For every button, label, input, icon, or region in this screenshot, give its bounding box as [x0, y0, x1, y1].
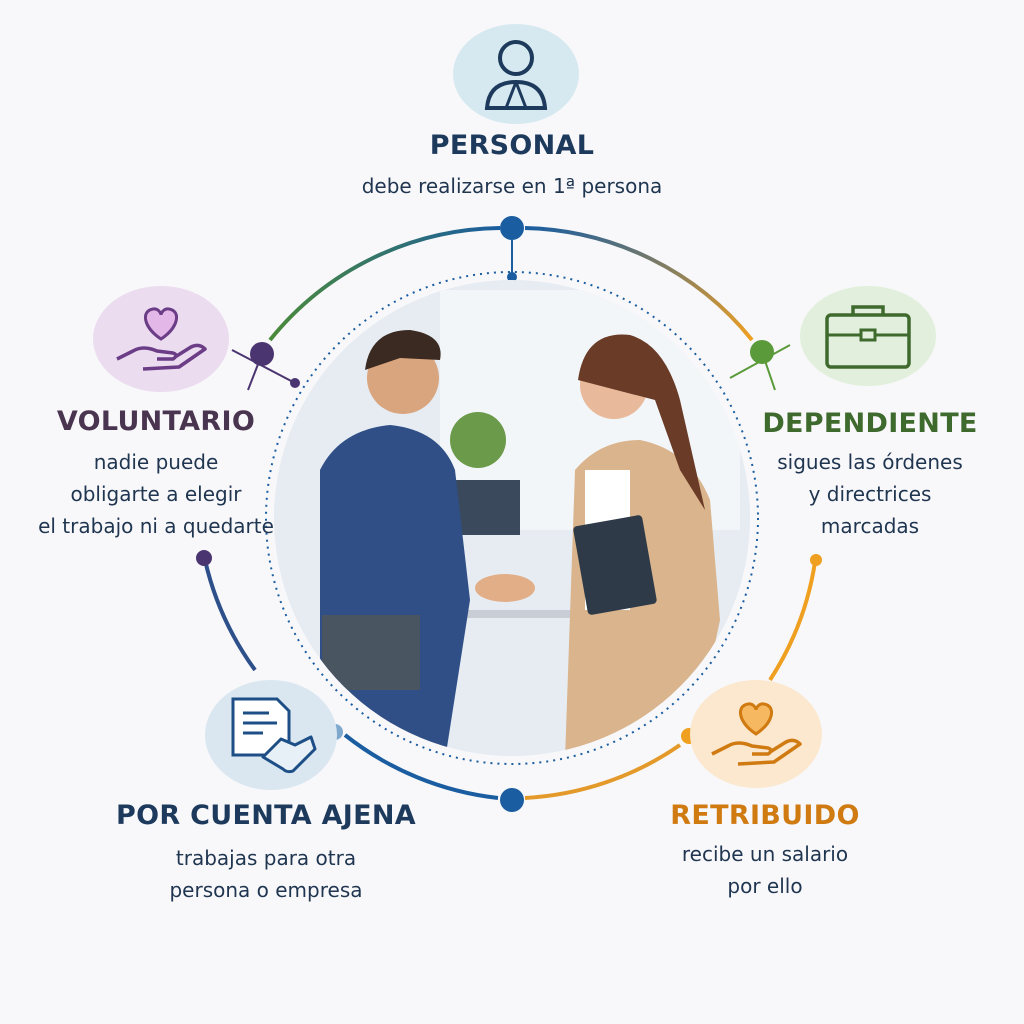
- briefcase-icon: [825, 305, 911, 369]
- voluntario-desc: nadie puede obligarte a elegir el trabaj…: [26, 446, 286, 542]
- desc-line: marcadas: [820, 514, 920, 538]
- desc-line: sigues las órdenes: [777, 450, 963, 474]
- ajena-desc: trabajas para otra persona o empresa: [136, 842, 396, 906]
- voluntario-icon-badge: [93, 286, 229, 392]
- retribuido-desc: recibe un salario por ello: [645, 838, 885, 902]
- retribuido-icon-badge: [690, 680, 822, 788]
- contract-handshake-icon: [231, 697, 317, 774]
- desc-line: persona o empresa: [169, 878, 363, 902]
- personal-desc: debe realizarse en 1ª persona: [361, 174, 663, 198]
- desc-line: trabajas para otra: [175, 846, 357, 870]
- person-icon: [484, 40, 548, 110]
- desc-line: nadie puede: [93, 450, 219, 474]
- dependiente-title: DEPENDIENTE: [762, 408, 978, 439]
- desc-line: recibe un salario: [681, 842, 849, 866]
- dependiente-icon-badge: [800, 286, 936, 386]
- desc-line: por ello: [727, 874, 803, 898]
- ajena-icon-badge: [205, 680, 337, 790]
- personal-title: PERSONAL: [429, 130, 595, 161]
- desc-line: el trabajo ni a quedarte: [38, 514, 274, 538]
- hand-heart-icon: [116, 307, 207, 371]
- voluntario-title: VOLUNTARIO: [56, 406, 256, 437]
- ajena-title: POR CUENTA AJENA: [115, 800, 416, 831]
- dependiente-desc: sigues las órdenes y directrices marcada…: [750, 446, 990, 542]
- hand-heart-icon: [711, 702, 802, 766]
- retribuido-title: RETRIBUIDO: [670, 800, 860, 831]
- handshake-photo: [274, 280, 750, 756]
- desc-line: y directrices: [808, 482, 932, 506]
- desc-line: obligarte a elegir: [70, 482, 242, 506]
- personal-icon-badge: [453, 24, 579, 124]
